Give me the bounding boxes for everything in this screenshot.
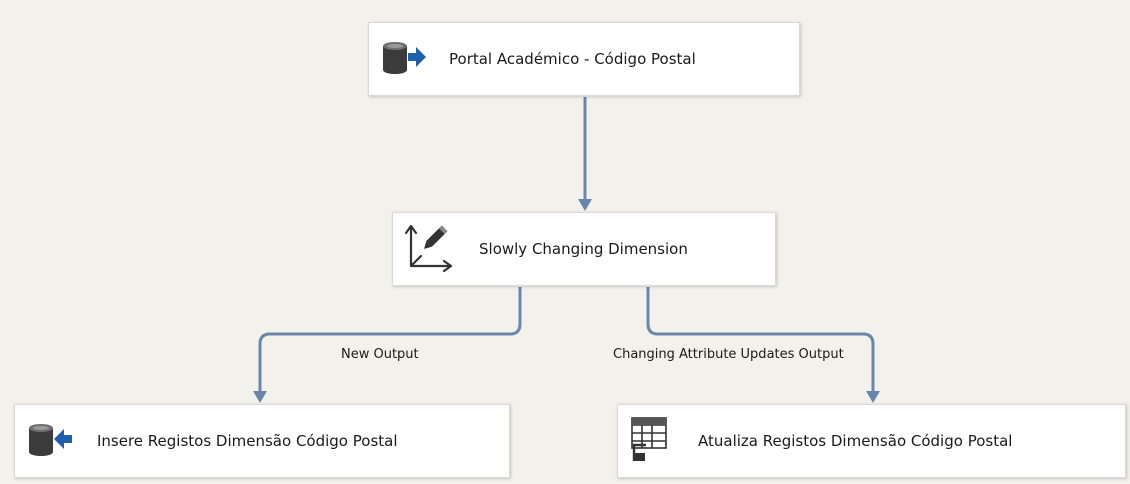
arrowhead-update [866,391,880,403]
arrowhead-insert [253,391,267,403]
source-node-label: Portal Académico - Código Postal [449,50,696,68]
connector-new-output[interactable] [258,287,522,392]
database-destination-icon [27,419,73,463]
insert-destination-node[interactable]: Insere Registos Dimensão Código Postal [14,404,510,478]
slowly-changing-dimension-icon [401,220,455,278]
arrowhead-scd [578,199,592,211]
changing-attribute-updates-output-path-label: Changing Attribute Updates Output [613,347,844,362]
ole-db-command-icon [628,415,672,467]
update-command-label: Atualiza Registos Dimensão Código Postal [698,432,1013,450]
database-source-icon [381,37,427,81]
new-output-path-label: New Output [341,347,419,362]
connector-changing-attribute-updates-output[interactable] [646,287,875,392]
update-command-node[interactable]: Atualiza Registos Dimensão Código Postal [617,404,1126,478]
insert-destination-label: Insere Registos Dimensão Código Postal [97,432,398,450]
slowly-changing-dimension-label: Slowly Changing Dimension [479,240,688,258]
source-node[interactable]: Portal Académico - Código Postal [368,22,800,96]
slowly-changing-dimension-node[interactable]: Slowly Changing Dimension [392,212,776,286]
